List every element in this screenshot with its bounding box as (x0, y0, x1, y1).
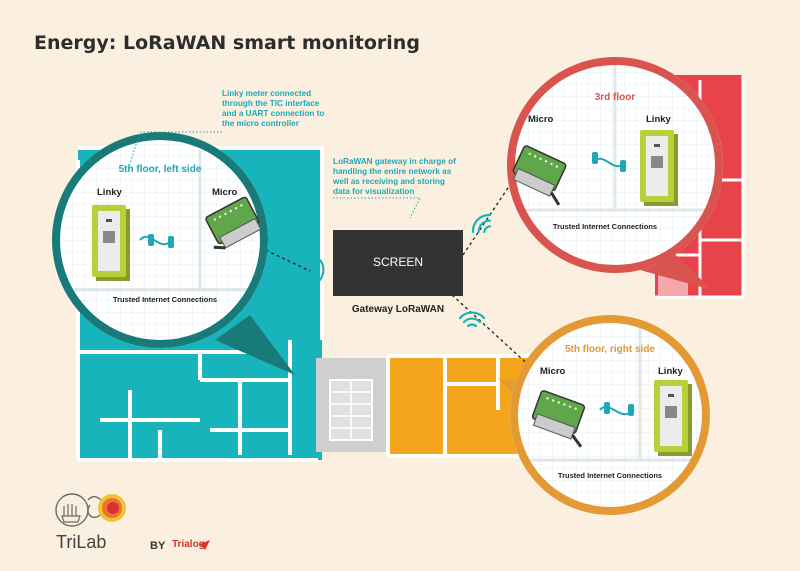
trialog-logo-icon (200, 540, 210, 550)
note-line: data for visualization (333, 187, 415, 196)
note-connectors (127, 131, 421, 219)
logo-by: BY (150, 540, 166, 552)
linky-meter-icon-left (92, 205, 130, 281)
bubble-right-meter-label: Linky (658, 366, 683, 377)
micro-board-icon-third (512, 145, 567, 206)
micro-board-icon-right (531, 390, 586, 448)
note-line: well as receiving and storing (333, 177, 445, 186)
note-line: handling the entire network as (333, 167, 452, 176)
bubble-third-title: 3rd floor (594, 92, 636, 103)
note-line: LoRaWAN gateway in charge of (333, 157, 456, 166)
linky-meter-icon-right (654, 380, 692, 456)
note-linky-tic: Linky meter connected through the TIC in… (222, 89, 352, 129)
note-line: through the TIC interface (222, 99, 320, 108)
bubble-left-micro-label: Micro (212, 187, 238, 198)
wifi-icon-top-right (471, 213, 492, 234)
logo-partner: Trialog (172, 539, 205, 550)
note-line: the micro controller (222, 119, 299, 128)
bubble-right-title: 5th floor, right side (564, 344, 655, 355)
bubble-right-caption: Trusted Internet Connections (557, 471, 663, 480)
gateway-screen (333, 230, 463, 296)
bubble-left (52, 132, 295, 375)
bubble-left-caption: Trusted Internet Connections (112, 295, 218, 304)
note-gateway: LoRaWAN gateway in charge of handling th… (333, 157, 473, 197)
floor-plan-stairwell (316, 358, 386, 452)
page-title: Energy: LoRaWAN smart monitoring (34, 32, 420, 54)
bubble-third-meter-label: Linky (646, 114, 671, 125)
gateway-caption: Gateway LoRaWAN (351, 304, 445, 315)
note-line: Linky meter connected (222, 89, 312, 98)
linky-meter-icon-third (640, 130, 678, 206)
gateway-screen-label: SCREEN (372, 255, 423, 269)
bubble-third-floor (507, 57, 723, 290)
micro-board-icon-left (205, 196, 262, 250)
bubble-third-micro-label: Micro (528, 114, 554, 125)
bubble-right (498, 315, 710, 515)
note-line: and a UART connection to (222, 109, 325, 118)
wifi-icon-bottom (458, 311, 486, 328)
bubble-left-title: 5th floor, left side (118, 164, 202, 175)
bubble-third-caption: Trusted Internet Connections (552, 222, 658, 231)
wifi-icon-left (308, 256, 325, 284)
logo-name: TriLab (56, 532, 107, 552)
bubble-left-meter-label: Linky (97, 187, 122, 198)
bubble-right-micro-label: Micro (540, 366, 566, 377)
trilab-logo-icon (55, 493, 126, 527)
